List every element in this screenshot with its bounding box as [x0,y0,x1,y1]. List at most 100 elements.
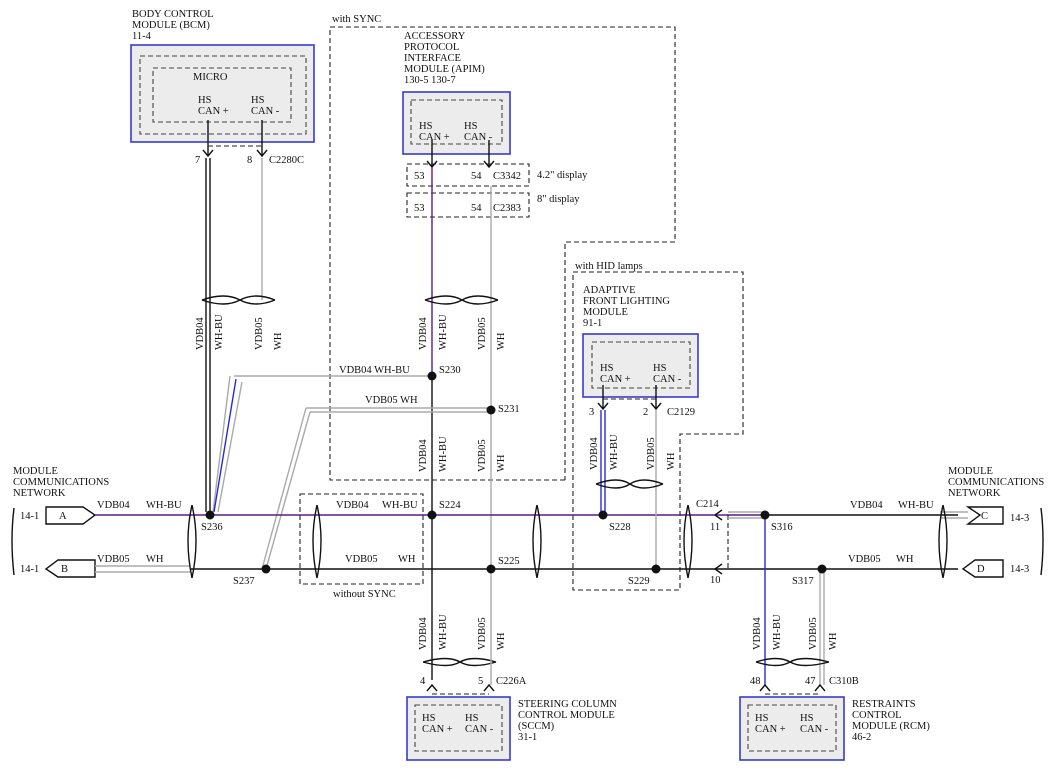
rcm-wire-wh: WH [828,632,839,650]
left-net-title-2: COMMUNICATIONS [13,477,109,488]
connector-b: B [61,564,68,575]
bus-left-whbu: WH-BU [146,500,182,511]
splice-s225 [486,564,496,574]
connector-c: C [981,511,988,522]
c214-label: C214 [696,499,720,510]
apim-module: ACCESSORY PROTOCOL INTERFACE MODULE (API… [402,31,511,155]
sccm-title-4: 31-1 [518,732,537,743]
rcm-wire-whbu: WH-BU [772,614,783,650]
apim-pin-a-l1: HS [419,121,433,132]
left-page-ref-b: 14-1 [20,564,39,575]
bcm-connector: C2280C [269,155,304,166]
bus-right-vdb04: VDB04 [850,500,883,511]
splice-s224-label: S224 [439,500,461,511]
bcm-pin-7: 7 [195,155,200,166]
apim-wire-wh: WH [496,332,507,350]
bcm-pin-a-l2: CAN + [198,106,229,117]
right-net-title-3: NETWORK [948,488,1001,499]
bus-mid-wh: WH [398,554,416,565]
sccm-pin-4: 4 [420,676,426,687]
splice-s316 [760,510,770,520]
sccm-connector: C226A [496,676,527,687]
apim-title-5: 130-5 130-7 [404,75,456,86]
aflm-title-1: ADAPTIVE [583,285,636,296]
apim-c2383-note: 8" display [537,194,580,205]
hid-region-label: with HID lamps [575,261,643,272]
rcm-wire-vdb05: VDB05 [808,617,819,650]
no-sync-region-label: without SYNC [333,589,396,600]
aflm-title-3: MODULE [583,307,628,318]
bus-right-wh: WH [896,554,914,565]
sccm-wire-whbu: WH-BU [438,614,449,650]
apim-wire-vdb04: VDB04 [418,317,429,350]
splice-s228-label: S228 [609,522,631,533]
apim-pin-a-l2: CAN + [419,132,450,143]
sccm-title-1: STEERING COLUMN [518,699,617,710]
splice-s229 [651,564,661,574]
bus-right-vdb05: VDB05 [848,554,881,565]
bus-right-whbu: WH-BU [898,500,934,511]
aflm-pin-a-l2: CAN + [600,374,631,385]
aflm-pin-b-l1: HS [653,363,667,374]
bcm-pin-a-l1: HS [198,95,212,106]
splice-s231-label: S231 [498,404,520,415]
sccm-wire-vdb05: VDB05 [477,617,488,650]
connector-d: D [977,564,985,575]
aflm-pin-2: 2 [643,407,648,418]
sccm-module: HS CAN + HS CAN - STEERING COLUMN CONTRO… [406,696,617,761]
apim-c2383: C2383 [493,203,521,214]
apim-c3342-note: 4.2" display [537,170,588,181]
apim-c3342-pin-54: 54 [471,171,482,182]
splice-s237-label: S237 [233,576,255,587]
no-sync-region-outline [299,493,424,585]
apim-c2383-pin-54: 54 [471,203,482,214]
splice-s224 [427,510,437,520]
hid-region-outline [572,271,744,591]
bcm-wire-vdb05: VDB05 [254,317,265,350]
splice-s236 [205,510,215,520]
rcm-pin-48: 48 [750,676,761,687]
rcm-title-4: 46-2 [852,732,871,743]
bcm-title-1: BODY CONTROL [132,9,214,20]
apim-c3342-pin-53: 53 [414,171,425,182]
aflm-module: ADAPTIVE FRONT LIGHTING MODULE 91-1 HS C… [582,285,699,398]
bcm-title-2: MODULE (BCM) [132,20,210,31]
bcm-wire-whbu: WH-BU [214,314,225,350]
bcm-wire-vdb04: VDB04 [195,317,206,350]
mid-wire-vdb05: VDB05 [477,439,488,472]
c214-pin-10: 10 [710,575,721,586]
apim-wire-whbu: WH-BU [438,314,449,350]
sccm-pin-a-l2: CAN + [422,724,453,735]
apim-pin-b-l1: HS [464,121,478,132]
sccm-wire-vdb04: VDB04 [418,617,429,650]
rcm-pin-a-l2: CAN + [755,724,786,735]
bus-left-vdb05: VDB05 [97,554,130,565]
bcm-pin-8: 8 [247,155,252,166]
rcm-module: HS CAN + HS CAN - RESTRAINTS CONTROL MOD… [739,696,930,761]
aflm-pin-a-l1: HS [600,363,614,374]
bus-mid-whbu: WH-BU [382,500,418,511]
sccm-pin-b-l2: CAN - [465,724,494,735]
apim-c2383-pin-53: 53 [414,203,425,214]
rcm-pin-b-l1: HS [800,713,814,724]
apim-title-4: MODULE (APIM) [404,64,485,75]
splice-s225-label: S225 [498,556,520,567]
aflm-pin-b-l2: CAN - [653,374,682,385]
left-net-title-3: NETWORK [13,488,66,499]
sccm-pin-a-l1: HS [422,713,436,724]
splice-s231 [486,405,496,415]
right-net-title-1: MODULE [948,466,993,477]
bus-mid-vdb05: VDB05 [345,554,378,565]
apim-wire-vdb05: VDB05 [477,317,488,350]
c214-pin-11: 11 [710,522,720,533]
right-page-ref-c: 14-3 [1010,513,1029,524]
apim-title-3: INTERFACE [404,53,461,64]
aflm-wire-vdb04: VDB04 [589,437,600,470]
splice-s317 [817,564,827,574]
bcm-pin-b-l1: HS [251,95,265,106]
splice-s230-label: S230 [439,365,461,376]
mid-wire-wh: WH [496,454,507,472]
right-page-ref-d: 14-3 [1010,564,1029,575]
splice-s317-label: S317 [792,576,814,587]
